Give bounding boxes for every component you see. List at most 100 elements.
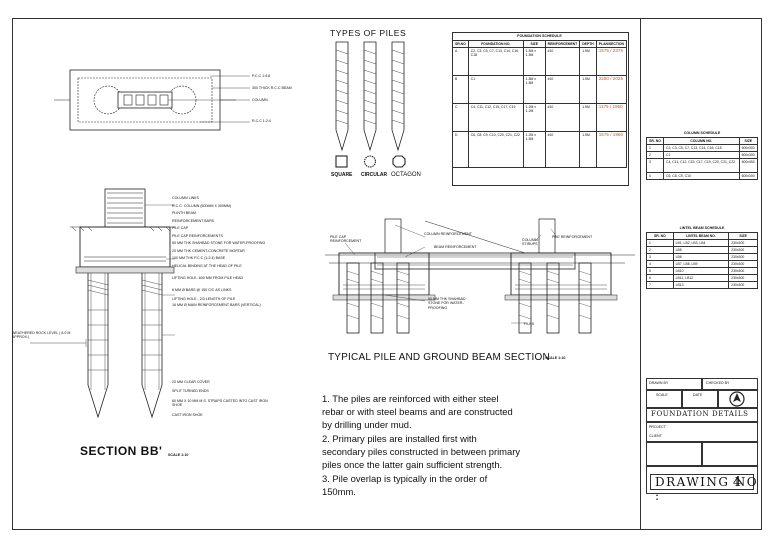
- table-cell: 1575 / 1960: [595, 131, 628, 168]
- section-label: 16 MM Ø MAIN REINFORCEMENT BARS (VERTICA…: [172, 303, 261, 308]
- pile-type-label: OCTAGON: [391, 172, 421, 178]
- table-cell: LB1, LB2, LB3, LB4: [672, 239, 730, 247]
- section-label: SPLIT TURNED ENDS: [172, 389, 209, 394]
- date-label: DATE: [693, 393, 703, 397]
- table-row: 4 LB7, LB8, LB9 230x300: [646, 260, 758, 268]
- beam-section-label: 50 MM THK SHAHBAD STONE FOR WATER-PROOFI…: [428, 297, 466, 310]
- section-label: PILE CAP REINFORCEMENTS: [172, 233, 223, 238]
- section-bb-scale: SCALE 1:10: [168, 453, 189, 457]
- title-block-cell: [646, 466, 758, 494]
- table-cell: LB10: [672, 267, 730, 275]
- table-cell: LB6: [672, 253, 730, 261]
- table-cell: LB7, LB8, LB9: [672, 260, 730, 268]
- table-row: 2 LB5 230x300: [646, 246, 758, 254]
- ground-beam-section-drawing: [325, 218, 635, 334]
- table-cell: 2: [645, 151, 665, 159]
- table-cell: 230x300: [728, 267, 758, 275]
- table-cell: 230x300: [728, 253, 758, 261]
- plan-label: R.C.C 1:2:4: [252, 119, 271, 123]
- table-cell: 3: [646, 253, 674, 261]
- title-block-cell: [646, 378, 702, 390]
- plan-label: P.C.C 1:4:8: [252, 74, 271, 78]
- title-block-cell: [646, 408, 758, 422]
- table-cell: C1: [663, 151, 740, 159]
- section-bb-labels-top: COLUMN LINKS R.C.C. COLUMN (600MM X 300M…: [172, 196, 312, 308]
- table-cell: 230x300: [728, 281, 758, 289]
- table-cell: 1: [646, 239, 674, 247]
- table-header-cell: SIZE: [738, 137, 759, 145]
- section-label: 20 MM THK CEMENT-CONCRETE MORTAR: [172, 248, 245, 253]
- table-cell: 4: [645, 172, 665, 180]
- plan-label: COLUMN: [252, 98, 268, 102]
- table-row: C C4, C11, C12, C15, C17, C19 1.2M x 1.2…: [452, 103, 628, 132]
- table-header-cell: DEPTH: [579, 40, 597, 48]
- pile-type-label: CIRCULAR: [361, 172, 388, 178]
- table-cell: C: [452, 103, 469, 132]
- table-row: 2 C1 600x300: [645, 151, 759, 159]
- table-header-cell: SIZE: [728, 232, 758, 240]
- section-label: LIFTING HOLE- 600 MM FROM PILE HEAD: [172, 275, 244, 280]
- table-cell: 2: [646, 246, 674, 254]
- table-header-cell: LINTEL BEAM NO.: [672, 232, 730, 240]
- table-header-cell: PLAN/SECTION: [595, 40, 628, 48]
- table-row: 4 C6, C8, C9, C10 600x300: [645, 172, 759, 180]
- types-of-piles-title: TYPES OF PILES: [330, 28, 407, 38]
- project-label: PROJECT: [649, 425, 666, 429]
- table-cell: 230x300: [728, 260, 758, 268]
- table-cell: #10: [544, 47, 581, 76]
- table-cell: 6: [646, 274, 674, 282]
- table-cell: C6, C8, C9, C10, C20, C21, C22: [467, 131, 524, 168]
- drawing-number-box: [650, 474, 754, 490]
- table-row: B C1 1.8M x 1.8M #10 1.5M 2250 / 2025: [452, 75, 628, 104]
- ground-beam-scale: SCALE 1:10: [545, 356, 566, 360]
- drawn-by-label: DRAWN BY: [649, 381, 669, 385]
- ground-beam-title: TYPICAL PILE AND GROUND BEAM SECTION: [328, 352, 550, 363]
- table-cell: 2250 / 2025: [595, 75, 628, 104]
- section-label: HELICAL BINDING AT THE HEAD OF PILE: [172, 263, 242, 268]
- section-label: 50 MM THK SHAHBAD STONE FOR WATER-PROOFI…: [172, 241, 266, 245]
- table-cell: #10: [544, 103, 581, 132]
- table-cell: 1.5M: [579, 75, 597, 104]
- section-label: 20 MM CLEAR COVER: [172, 380, 210, 384]
- pile-type-label: SQUARE: [331, 172, 353, 178]
- beam-section-label: COLUMN STIRUPS: [522, 238, 538, 247]
- table-cell: D: [452, 131, 469, 168]
- section-label: COLUMN LINKS: [172, 196, 199, 200]
- foundation-schedule-title: FOUNDATION SCHEDULE: [517, 34, 562, 38]
- pile-types-drawing: [335, 41, 406, 168]
- table-cell: 1575 / 2375: [595, 47, 628, 76]
- table-cell: 230x300: [728, 274, 758, 282]
- table-cell: #10: [544, 131, 581, 168]
- column-schedule-title: COLUMN SCHEDULE: [683, 131, 721, 135]
- table-cell: 7: [646, 281, 674, 289]
- table-header-cell: REINFORCEMENT: [544, 40, 581, 48]
- table-cell: 600x300: [738, 144, 759, 152]
- north-arrow-icon: [729, 391, 745, 407]
- table-cell: 3: [645, 158, 665, 173]
- table-row: 3 C4, C11, C12, C15, C17, C19, C20, C21,…: [645, 158, 759, 173]
- table-cell: 230x300: [728, 239, 758, 247]
- beam-section-label: COLUMN REINFORCEMENT: [424, 232, 472, 236]
- title-block-cell: [718, 390, 758, 408]
- table-header-cell: FOUNDATION NO.: [467, 40, 524, 48]
- note-item: 2. Primary piles are installed first wit…: [322, 433, 521, 470]
- title-block-cell: [646, 442, 702, 466]
- beam-section-label: PILES: [524, 322, 535, 326]
- table-cell: 600x300: [738, 172, 759, 180]
- lintel-schedule-title: LINTEL BEAM SCHEDULE: [679, 226, 725, 230]
- title-block-cell: [702, 378, 758, 390]
- table-cell: A: [452, 47, 469, 76]
- table-cell: 1.5M: [579, 47, 597, 76]
- section-bb-labels-bottom: 20 MM CLEAR COVER SPLIT TURNED ENDS 60 M…: [172, 380, 292, 417]
- section-label: 60 MM X 10 MM M.S. STRAPS CASTED INTO CA…: [172, 398, 268, 408]
- table-row: 1 LB1, LB2, LB3, LB4 230x300: [646, 239, 758, 247]
- table-header-cell: SR.NO: [452, 40, 469, 48]
- title-block-cell: [702, 442, 758, 466]
- table-header-row: SR. NO COLUMN NO. SIZE: [645, 137, 759, 145]
- table-cell: 1.5M: [579, 103, 597, 132]
- table-cell: 1: [645, 144, 665, 152]
- table-header-cell: SIZE: [522, 40, 546, 48]
- sheet-title: FOUNDATION DETAILS: [651, 410, 749, 418]
- section-bb-drawing: [30, 188, 175, 419]
- table-header-cell: SR. NO: [646, 232, 674, 240]
